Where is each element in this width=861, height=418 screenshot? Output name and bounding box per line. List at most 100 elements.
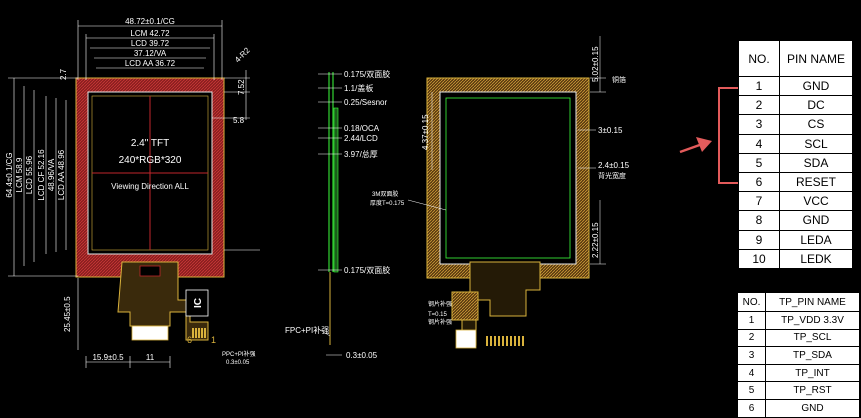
back-dim-top: 5.02±0.15: [591, 46, 600, 82]
dim-top-offset: 2.7: [59, 68, 68, 80]
side-fpc-thickness: 0.3±0.05: [346, 351, 378, 360]
fpc-pin-6: 6: [187, 335, 192, 345]
layer-tape-bottom: 0.175/双面胶: [344, 265, 390, 275]
left-dimension-lines: [8, 77, 78, 277]
dim-lcd-height: LCD 55.96: [25, 155, 34, 194]
pin-name: TP_INT: [765, 363, 860, 383]
back-dim-bottom: 2.22±0.15: [591, 222, 600, 258]
pin-no: 7: [738, 191, 780, 212]
side-fpc-note: FPC+PI补强: [285, 325, 329, 335]
pin-name: RESET: [779, 171, 853, 193]
backlight-width-note: 背光宽度: [598, 171, 626, 180]
pin-no: 4: [737, 363, 766, 383]
copper-foil-note: 铜箔: [612, 75, 626, 84]
fpc-note-front: PPC+PI补强: [222, 350, 256, 358]
header-tp-pin-name: TP_PIN NAME: [765, 292, 860, 312]
steel-label-b-1: T=0.15: [428, 312, 448, 318]
dim-cg-width: 48.72±0.1/CG: [125, 17, 175, 26]
back-dim-backlight: 2.4±0.15: [598, 161, 630, 170]
pin-name: TP_VDD 3.3V: [765, 311, 860, 330]
top-dimension-lines: [77, 20, 223, 80]
dim-lcm-height: LCM 58.9: [15, 157, 24, 192]
pin-name: GND: [779, 75, 853, 97]
pin-no: 2: [738, 95, 780, 116]
callout-arrow: [679, 137, 712, 154]
pin-name: TP_SDA: [765, 346, 860, 365]
header-no: NO.: [737, 292, 766, 312]
pin-no: 4: [738, 133, 780, 154]
steel-label-a: 钢片补强: [428, 300, 452, 308]
pin-no: 9: [738, 229, 780, 250]
back-dim-left: 4.37±0.15: [421, 114, 430, 150]
bl-tape-note: 3M双面胶: [372, 190, 398, 198]
pin-name: CS: [779, 114, 853, 135]
pin-name: SCL: [779, 133, 853, 154]
resolution-label: 240*RGB*320: [119, 155, 182, 166]
pin-name: GND: [779, 210, 853, 231]
pin-no: 5: [737, 381, 766, 400]
layer-cover: 1.1/盖板: [344, 83, 373, 93]
dim-va-width: 37.12/VA: [134, 49, 167, 58]
pin-no: 5: [738, 152, 780, 173]
pin-name: TP_SCL: [765, 328, 860, 348]
back-pin-1: 1: [457, 334, 462, 344]
ic-label: IC: [193, 298, 204, 308]
layer-lcd: 2.44/LCD: [344, 134, 378, 143]
back-pin-6: 6: [470, 334, 475, 344]
fpc-stiffener: [131, 325, 169, 341]
steel-label-b-2: 钢片补强: [428, 318, 452, 326]
pin-name: LEDA: [779, 229, 853, 250]
dim-right-a: 7.52: [237, 79, 246, 95]
layer-sensor: 0.25/Sesnor: [344, 98, 387, 107]
corner-radius-label: 4-R2: [233, 45, 252, 64]
fpc-thickness-front: 0.3±0.05: [226, 360, 250, 366]
table-header-row: NO. PIN NAME: [738, 40, 853, 77]
dim-cf-height: LCD CF 52.16: [37, 149, 46, 201]
pin-name: LEDK: [779, 248, 853, 269]
pin-name: GND: [765, 398, 860, 418]
dim-lcm-width: LCM 42.72: [130, 29, 170, 38]
pin-no: 3: [738, 114, 780, 135]
front-fpc: IC: [117, 261, 209, 341]
back-panel: [439, 91, 577, 265]
table-header-row: NO. TP_PIN NAME: [737, 292, 860, 312]
pin-no: 6: [738, 171, 780, 193]
dim-right-b: 5.8: [233, 116, 245, 125]
dim-lcd-width: LCD 39.72: [131, 39, 170, 48]
ic-chip: [185, 289, 209, 317]
pin-no: 1: [738, 75, 780, 97]
layer-total: 3.97/总厚: [344, 149, 378, 159]
fpc-pin-1: 1: [211, 335, 216, 345]
dim-aa-height: LCD AA 48.96: [57, 149, 66, 200]
dim-cg-height: 64.4±0.1/CG: [5, 152, 14, 197]
pin-no: 6: [737, 398, 766, 418]
layer-tape-top: 0.175/双面胶: [344, 69, 390, 79]
side-view: 0.175/双面胶 1.1/盖板 0.25/Sesnor 0.18/OCA 2.…: [285, 69, 390, 360]
layer-oca: 0.18/OCA: [344, 124, 380, 133]
front-view: 2.4" TFT 240*RGB*320 Viewing Direction A…: [5, 17, 260, 368]
dim-aa-width: LCD AA 36.72: [125, 59, 176, 68]
pin-no: 2: [737, 328, 766, 348]
pin-no: 10: [738, 248, 780, 269]
pin-name: SDA: [779, 152, 853, 173]
back-view: 1 6 5.02±0.15 4.37±0.15 3±0.15 2.4±0.15 …: [370, 36, 630, 349]
back-dim-mid: 3±0.15: [598, 126, 623, 135]
